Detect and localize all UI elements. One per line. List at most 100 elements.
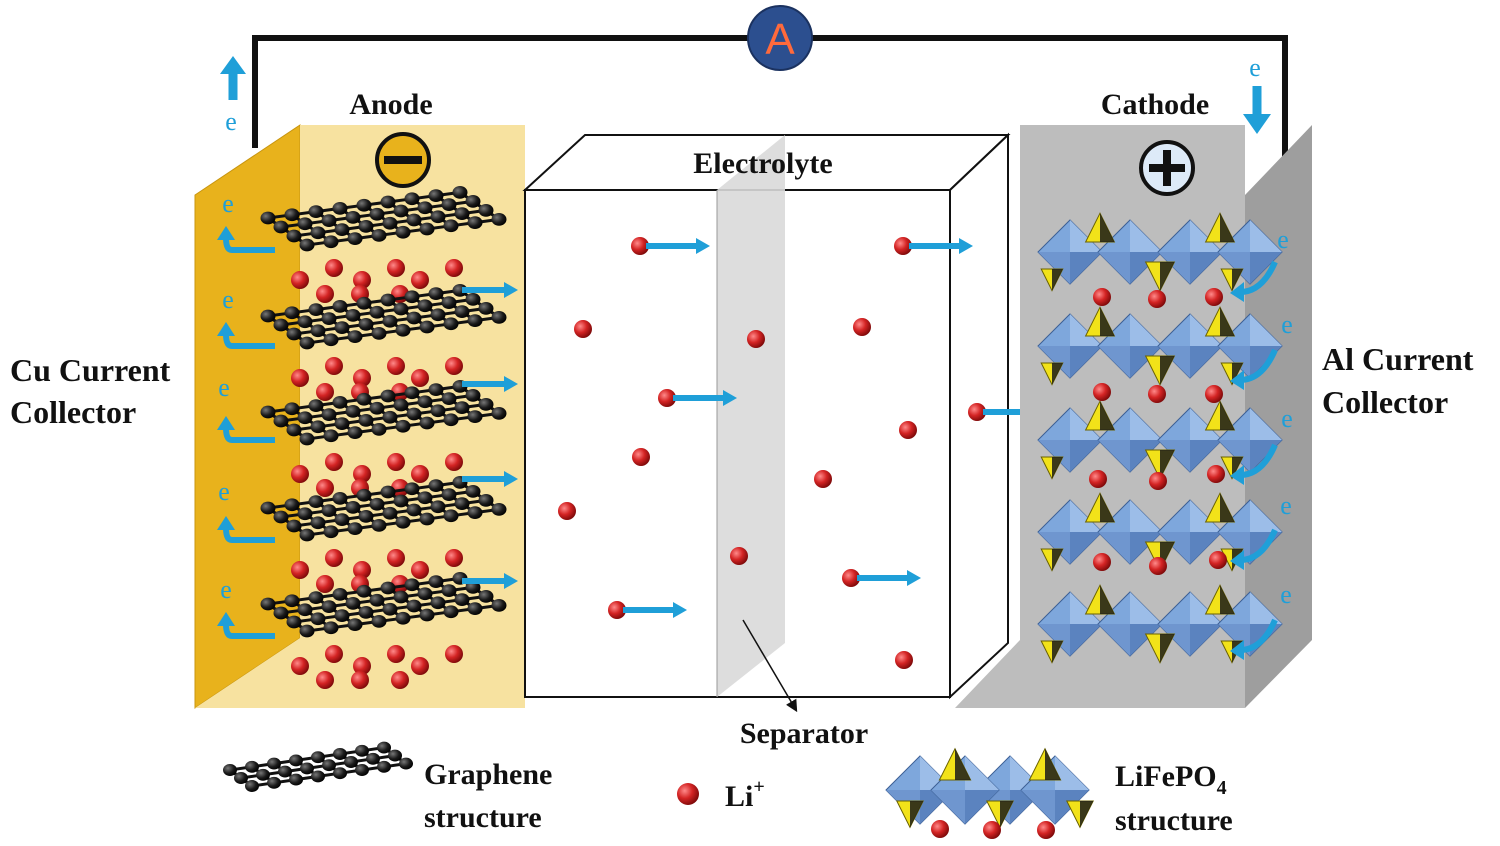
- po4-tetrahedron: [1144, 355, 1176, 386]
- carbon-atom: [399, 757, 413, 770]
- li-ion: [895, 651, 913, 669]
- carbon-atom: [441, 392, 457, 405]
- electron-arrow-head: [217, 322, 235, 336]
- li-ion: [387, 453, 405, 471]
- po4-tetrahedron: [1028, 747, 1062, 781]
- carbon-atom: [289, 773, 303, 786]
- carbon-atom: [419, 222, 435, 236]
- carbon-atom: [478, 590, 494, 603]
- carbon-atom: [356, 584, 372, 598]
- electron-arrow-head: [217, 516, 235, 530]
- carbon-atom: [467, 216, 483, 229]
- carbon-atom: [369, 401, 385, 415]
- carbon-atom: [355, 764, 369, 776]
- carbon-atom: [355, 744, 369, 757]
- feo6-octahedron: [1037, 407, 1103, 473]
- carbon-atom: [345, 405, 361, 418]
- li-ion: [325, 549, 343, 567]
- carbon-atom: [382, 216, 398, 230]
- carbon-atom: [393, 302, 409, 316]
- electron-arrow: [223, 237, 275, 253]
- carbon-atom: [273, 510, 289, 524]
- carbon-atom: [417, 299, 433, 313]
- ammeter-icon: A: [747, 5, 813, 71]
- carbon-atom: [345, 309, 361, 322]
- electron-label: e: [222, 189, 234, 218]
- li-ion: [1148, 385, 1166, 403]
- carbon-atom: [467, 602, 483, 615]
- graphene-sheet: [260, 476, 507, 542]
- li-ion: [353, 369, 371, 387]
- carbon-atom: [377, 760, 391, 773]
- al-collector-label-line2: Collector: [1322, 384, 1448, 420]
- carbon-atom: [273, 318, 289, 332]
- minus-sign-icon: [375, 132, 431, 188]
- li-ion: [931, 820, 949, 838]
- carbon-atom: [417, 201, 433, 215]
- carbon-atom: [443, 509, 459, 523]
- carbon-atom: [441, 488, 457, 501]
- li-ion: [730, 547, 748, 565]
- carbon-atom: [245, 780, 259, 792]
- carbon-atom: [356, 488, 372, 502]
- carbon-atom: [260, 309, 276, 323]
- po4-tetrahedron: [1040, 362, 1064, 386]
- carbon-atom: [356, 392, 372, 406]
- li-ion: [631, 237, 649, 255]
- carbon-atom: [311, 770, 325, 783]
- carbon-atom: [347, 426, 363, 439]
- carbon-atom: [371, 423, 387, 436]
- po4-tetrahedron: [1204, 492, 1236, 523]
- carbon-atom: [347, 232, 363, 245]
- carbon-atom: [299, 528, 315, 542]
- carbon-atom: [388, 749, 402, 762]
- carbon-atom: [369, 305, 385, 319]
- carbon-atom: [454, 497, 470, 510]
- carbon-atom: [478, 398, 494, 411]
- carbon-atom: [334, 223, 350, 236]
- carbon-atom: [491, 311, 507, 324]
- separator: [717, 135, 785, 697]
- carbon-atom: [380, 389, 396, 403]
- carbon-atom: [356, 198, 372, 212]
- carbon-atom: [393, 590, 409, 604]
- li-ion: [387, 357, 405, 375]
- po4-tetrahedron: [895, 800, 925, 829]
- feo6-octahedron: [1157, 219, 1223, 285]
- li-ion: [353, 271, 371, 289]
- li-ion: [1209, 551, 1227, 569]
- carbon-atom: [332, 492, 348, 505]
- legend-li-ion-label: Li+: [725, 776, 765, 813]
- electrolyte-li-flow-arrow-head: [696, 238, 710, 254]
- po4-tetrahedron: [1084, 212, 1116, 243]
- li-ion: [316, 479, 334, 497]
- li-ion: [747, 330, 765, 348]
- carbon-atom: [284, 498, 300, 512]
- carbon-atom: [260, 597, 276, 611]
- electron-out-arrow: e: [220, 56, 246, 136]
- carbon-atom: [366, 752, 380, 765]
- feo6-octahedron: [1037, 591, 1103, 657]
- electron-label: e: [218, 477, 230, 506]
- carbon-atom: [344, 756, 358, 768]
- legend-graphene-icon: [223, 741, 413, 792]
- carbon-atom: [382, 410, 398, 424]
- carbon-atom: [430, 500, 446, 514]
- carbon-atom: [286, 519, 302, 533]
- po4-tetrahedron: [938, 747, 972, 781]
- electron-arrow: [223, 333, 275, 349]
- carbon-atom: [371, 615, 387, 628]
- li-ion: [387, 549, 405, 567]
- li-ion: [853, 318, 871, 336]
- carbon-atom: [404, 192, 420, 206]
- carbon-atom: [334, 417, 350, 430]
- li-ion: [894, 237, 912, 255]
- graphene-layers: [260, 186, 507, 689]
- li-ion: [411, 561, 429, 579]
- separator-pointer: [742, 619, 798, 713]
- li-ion: [983, 821, 1001, 839]
- carbon-atom: [404, 386, 420, 400]
- carbon-atom: [417, 587, 433, 601]
